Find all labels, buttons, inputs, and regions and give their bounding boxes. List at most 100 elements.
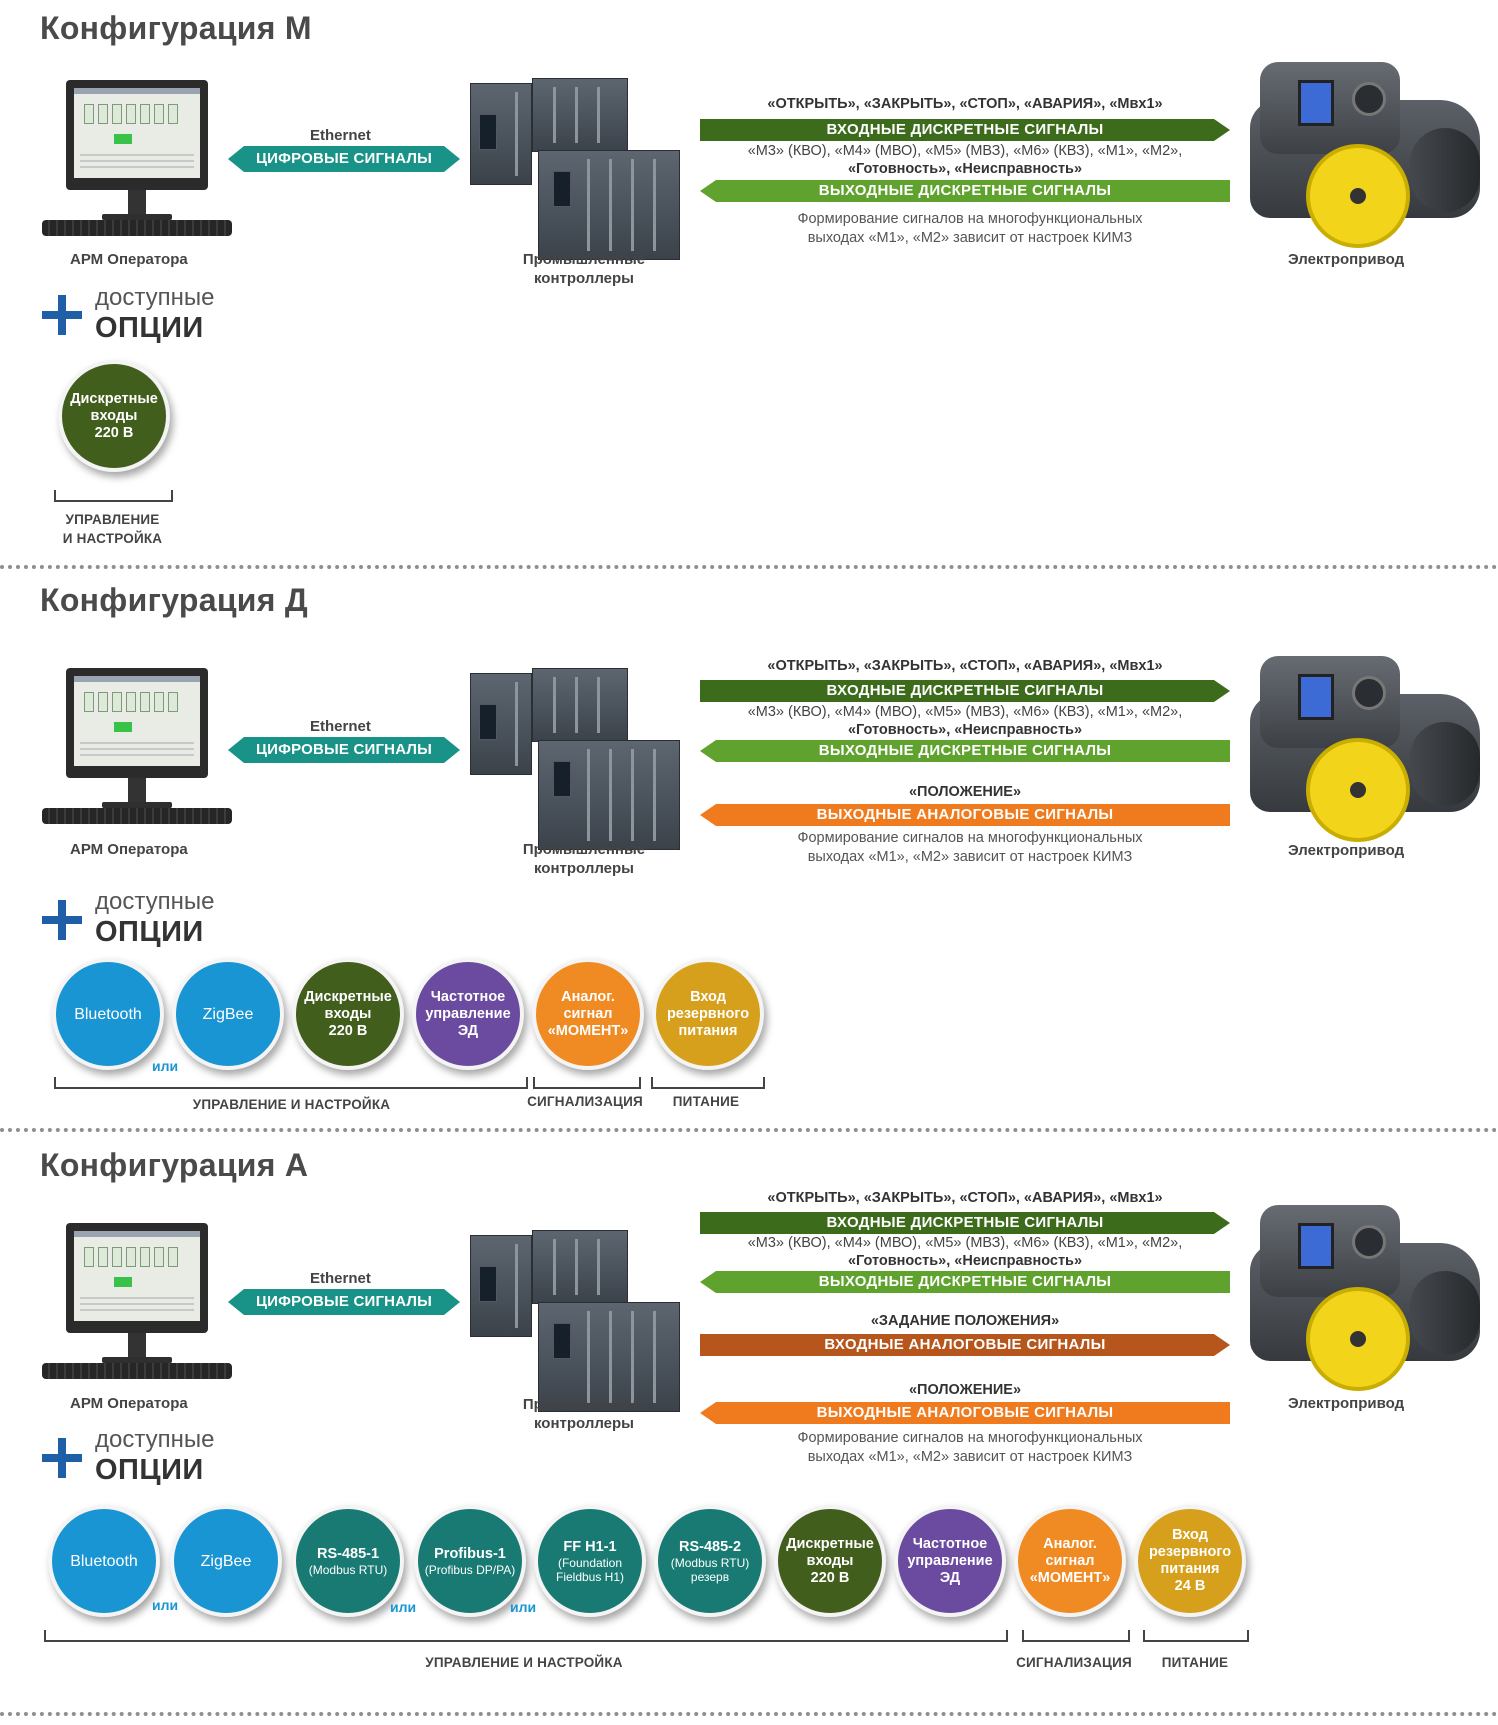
out-discrete-text-2: «Готовность», «Неисправность» xyxy=(847,722,1083,738)
config-m-title: Конфигурация М xyxy=(40,10,312,46)
signalling-bracket xyxy=(533,1077,641,1089)
out-analog-arrow: ВЫХОДНЫЕ АНАЛОГОВЫЕ СИГНАЛЫ xyxy=(700,804,1230,826)
out-discrete-arrow: ВЫХОДНЫЕ ДИСКРЕТНЫЕ СИГНАЛЫ xyxy=(700,1271,1230,1293)
option-bluetooth: Bluetooth xyxy=(48,1505,160,1617)
ethernet-label: Ethernet xyxy=(310,1270,371,1287)
options-label-1: доступные xyxy=(95,888,215,915)
in-discrete-title: «ОТКРЫТЬ», «ЗАКРЫТЬ», «СТОП», «АВАРИЯ», … xyxy=(767,658,1163,674)
out-discrete-arrow: ВЫХОДНЫЕ ДИСКРЕТНЫЕ СИГНАЛЫ xyxy=(700,180,1230,202)
control-caption: УПРАВЛЕНИЕ И НАСТРОЙКА xyxy=(425,1655,623,1670)
operator-workstation xyxy=(42,668,232,848)
or-label: или xyxy=(152,1597,179,1613)
digital-signals-arrow: ЦИФРОВЫЕ СИГНАЛЫ xyxy=(228,146,460,172)
actuator-label: Электропривод xyxy=(1288,251,1405,268)
in-discrete-arrow: ВХОДНЫЕ ДИСКРЕТНЫЕ СИГНАЛЫ xyxy=(700,119,1230,141)
option-bluetooth: Bluetooth xyxy=(52,958,164,1070)
plus-icon xyxy=(42,1438,82,1478)
out-analog-arrow: ВЫХОДНЫЕ АНАЛОГОВЫЕ СИГНАЛЫ xyxy=(700,1402,1230,1424)
actuator-label: Электропривод xyxy=(1288,842,1405,859)
config-d-section: Конфигурация Д АРМ Оператора Ethernet ЦИ… xyxy=(0,570,1498,1125)
monitor-icon xyxy=(66,1223,208,1333)
control-caption: УПРАВЛЕНИЕ И НАСТРОЙКА xyxy=(192,1097,391,1112)
note-text: Формирование сигналов на многофункционал… xyxy=(797,1430,1143,1465)
monitor-icon xyxy=(66,80,208,190)
power-caption: ПИТАНИЕ xyxy=(1161,1655,1229,1670)
config-d-title: Конфигурация Д xyxy=(40,582,309,618)
note-text: Формирование сигналов на многофункционал… xyxy=(797,211,1143,246)
operator-label: АРМ Оператора xyxy=(70,251,188,268)
option-rs485-1: RS-485-1(Modbus RTU) xyxy=(292,1505,404,1617)
operator-workstation xyxy=(42,1223,232,1403)
out-discrete-text-1: «М3» (КВО), «М4» (МВО), «М5» (МВЗ), «М6»… xyxy=(747,704,1183,720)
in-analog-arrow: ВХОДНЫЕ АНАЛОГОВЫЕ СИГНАЛЫ xyxy=(700,1334,1230,1356)
in-discrete-arrow: ВХОДНЫЕ ДИСКРЕТНЫЕ СИГНАЛЫ xyxy=(700,680,1230,702)
out-discrete-text-1: «М3» (КВО), «М4» (МВО), «М5» (МВЗ), «М6»… xyxy=(747,1235,1183,1251)
monitor-icon xyxy=(66,668,208,778)
or-label: или xyxy=(152,1058,179,1074)
position-title: «ПОЛОЖЕНИЕ» xyxy=(908,784,1022,800)
operator-label: АРМ Оператора xyxy=(70,841,188,858)
control-bracket xyxy=(44,1630,1008,1642)
in-discrete-title: «ОТКРЫТЬ», «ЗАКРЫТЬ», «СТОП», «АВАРИЯ», … xyxy=(767,1190,1163,1206)
digital-signals-arrow: ЦИФРОВЫЕ СИГНАЛЫ xyxy=(228,1289,460,1315)
option-zigbee: ZigBee xyxy=(172,958,284,1070)
or-label: или xyxy=(390,1599,417,1615)
options-label-1: доступные xyxy=(95,1426,215,1453)
config-a-section: Конфигурация А АРМ Оператора Ethernet ЦИ… xyxy=(0,1135,1498,1715)
power-bracket xyxy=(1143,1630,1249,1642)
actuator-icon xyxy=(1250,1205,1480,1391)
keyboard-icon xyxy=(42,808,232,824)
config-m-section: Конфигурация М АРМ Оператора Ethernet ЦИ… xyxy=(0,0,1498,560)
set-position-title: «ЗАДАНИЕ ПОЛОЖЕНИЯ» xyxy=(870,1313,1060,1329)
signalling-bracket xyxy=(1022,1630,1130,1642)
options-label-1: доступные xyxy=(95,284,215,311)
section-divider xyxy=(0,1712,1498,1716)
digital-signals-arrow: ЦИФРОВЫЕ СИГНАЛЫ xyxy=(228,737,460,763)
option-analog-moment: Аналог.сигнал«МОМЕНТ» xyxy=(1014,1505,1126,1617)
in-discrete-title: «ОТКРЫТЬ», «ЗАКРЫТЬ», «СТОП», «АВАРИЯ», … xyxy=(767,96,1163,112)
config-a-title: Конфигурация А xyxy=(40,1147,309,1183)
ethernet-label: Ethernet xyxy=(310,718,371,735)
section-divider xyxy=(0,1128,1498,1132)
out-discrete-text-2: «Готовность», «Неисправность» xyxy=(847,161,1083,177)
operator-workstation xyxy=(42,80,232,260)
plus-icon xyxy=(42,295,82,335)
control-bracket xyxy=(54,1077,528,1089)
options-label-2: ОПЦИИ xyxy=(95,1454,204,1486)
signalling-caption: СИГНАЛИЗАЦИЯ xyxy=(527,1094,643,1109)
out-discrete-text-2: «Готовность», «Неисправность» xyxy=(847,1253,1083,1269)
out-discrete-text-1: «М3» (КВО), «М4» (МВО), «М5» (МВЗ), «М6»… xyxy=(747,143,1183,159)
option-zigbee: ZigBee xyxy=(170,1505,282,1617)
signalling-caption: СИГНАЛИЗАЦИЯ xyxy=(1016,1655,1132,1670)
operator-label: АРМ Оператора xyxy=(70,1395,188,1412)
actuator-label: Электропривод xyxy=(1288,1395,1405,1412)
out-discrete-arrow: ВЫХОДНЫЕ ДИСКРЕТНЫЕ СИГНАЛЫ xyxy=(700,740,1230,762)
in-discrete-arrow: ВХОДНЫЕ ДИСКРЕТНЫЕ СИГНАЛЫ xyxy=(700,1212,1230,1234)
option-analog-moment: Аналог.сигнал«МОМЕНТ» xyxy=(532,958,644,1070)
section-divider xyxy=(0,565,1498,569)
or-label: или xyxy=(510,1599,537,1615)
power-bracket xyxy=(651,1077,765,1089)
actuator-icon xyxy=(1250,656,1480,842)
ethernet-label: Ethernet xyxy=(310,127,371,144)
plus-icon xyxy=(42,900,82,940)
control-bracket xyxy=(54,490,173,502)
option-rs485-2: RS-485-2(Modbus RTU)резерв xyxy=(654,1505,766,1617)
options-label-2: ОПЦИИ xyxy=(95,916,204,948)
keyboard-icon xyxy=(42,220,232,236)
controllers-icon xyxy=(470,668,690,858)
power-caption: ПИТАНИЕ xyxy=(672,1094,740,1109)
position-title: «ПОЛОЖЕНИЕ» xyxy=(908,1382,1022,1398)
